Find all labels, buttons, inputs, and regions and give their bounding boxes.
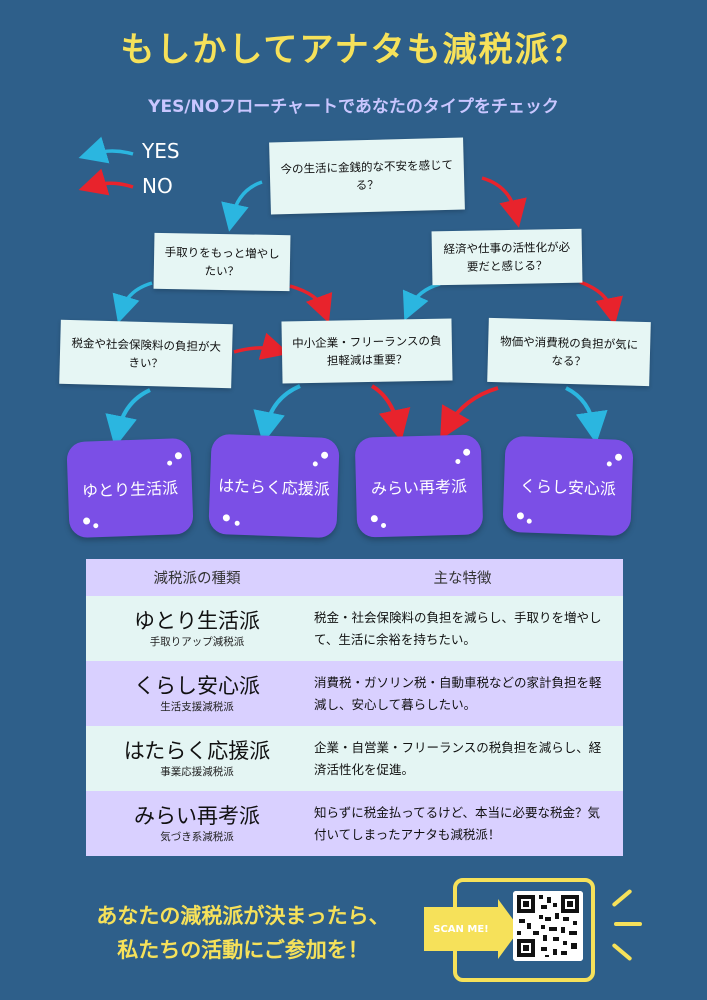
- call-to-action: あなたの減税派が決まったら、 私たちの活動にご参加を！: [48, 899, 438, 967]
- type-name: みらい再考派: [134, 803, 260, 828]
- question-q4: 税金や社会保険料の負担が大きい？: [59, 319, 233, 389]
- sparkle-icon: [222, 514, 230, 522]
- scan-me-label: SCAN ME!: [424, 907, 498, 951]
- page-title: もしかしてアナタも減税派？: [120, 30, 587, 70]
- type-description: 消費税・ガソリン税・自動車税などの家計負担を軽減し、安心して暮らしたい。: [314, 674, 602, 712]
- type-subtitle: 事業応援減税派: [160, 765, 234, 778]
- arrow-q4-yes: [105, 388, 151, 448]
- table-header-type: 減税派の種類: [153, 571, 241, 587]
- type-subtitle: 生活支援減税派: [160, 700, 234, 713]
- sparkle-icon: [614, 453, 623, 461]
- table-header-feature: 主な特徴: [433, 571, 492, 587]
- result-label: みらい再考派: [370, 476, 468, 499]
- arrow-q3-no: [579, 280, 623, 326]
- type-name: ゆとり生活派: [134, 608, 260, 633]
- result-yutori: ゆとり生活派: [66, 437, 194, 539]
- sparkle-icon: [320, 451, 329, 459]
- arrow-q5-no: [370, 384, 411, 442]
- qr-code[interactable]: [513, 891, 583, 961]
- cta-line-2: 私たちの活動にご参加を！: [117, 938, 369, 962]
- arrow-q1-yes: [221, 180, 263, 232]
- arrow-q1-no: [481, 176, 527, 228]
- table-row: はたらく応援派 事業応援減税派 企業・自営業・フリーランスの税負担を減らし、経済…: [86, 726, 623, 791]
- result-kurashi: くらし安心派: [502, 435, 634, 537]
- sparkle-icon: [312, 461, 318, 467]
- sparkle-icon: [516, 512, 525, 520]
- legend-no-label: NO: [142, 174, 173, 198]
- sparkle-ray-icon: [611, 942, 633, 962]
- table-row: くらし安心派 生活支援減税派 消費税・ガソリン税・自動車税などの家計負担を軽減し…: [86, 661, 623, 726]
- table-header: 減税派の種類 主な特徴: [86, 559, 623, 596]
- question-q2: 手取りをもっと増やしたい？: [153, 232, 291, 292]
- sparkle-ray-icon: [614, 922, 642, 926]
- legend-yes-arrow: [78, 136, 134, 164]
- result-mirai: みらい再考派: [354, 434, 484, 538]
- type-subtitle: 手取りアップ減税派: [149, 635, 245, 648]
- arrow-q6-yes: [565, 386, 608, 444]
- type-name: はたらく応援派: [123, 738, 271, 763]
- legend-no-arrow: [78, 168, 134, 196]
- flowchart-arrows: [78, 136, 623, 448]
- sparkle-icon: [174, 452, 183, 460]
- type-description: 税金・社会保険料の負担を減らし、手取りを増やして、生活に余裕を持ちたい。: [314, 609, 602, 647]
- sparkle-ray-icon: [611, 888, 633, 908]
- arrow-q2-no: [289, 284, 333, 324]
- sparkle-icon: [93, 523, 99, 529]
- arrow-q4-no: [233, 332, 290, 360]
- arrow-q5-yes: [253, 384, 301, 444]
- sparkle-icon: [370, 515, 378, 523]
- question-q3: 経済や仕事の活性化が必要だと感じる？: [431, 228, 583, 286]
- arrow-q6-no: [440, 386, 499, 440]
- type-name: くらし安心派: [134, 673, 260, 698]
- sparkle-icon: [380, 522, 387, 529]
- result-label: くらし安心派: [519, 476, 617, 499]
- question-q5: 中小企業・フリーランスの負担軽減は重要？: [281, 318, 453, 384]
- sparkle-icon: [526, 518, 532, 524]
- table-row: みらい再考派 気づき系減税派 知らずに税金払ってるけど、本当に必要な税金？気付い…: [86, 791, 623, 856]
- page-subtitle: YES/NOフローチャートであなたのタイプをチェック: [148, 97, 559, 117]
- sparkle-icon: [606, 461, 612, 467]
- result-label: はたらく応援派: [217, 476, 331, 499]
- arrow-q3-yes: [402, 282, 441, 321]
- result-hataraku: はたらく応援派: [208, 433, 340, 539]
- sparkle-icon: [463, 448, 471, 456]
- sparkle-icon: [455, 458, 461, 465]
- type-table: 減税派の種類 主な特徴 ゆとり生活派 手取りアップ減税派 税金・社会保険料の負担…: [86, 559, 623, 856]
- result-label: ゆとり生活派: [81, 478, 179, 501]
- arrow-q2-yes: [112, 281, 153, 324]
- type-subtitle: 気づき系減税派: [160, 830, 234, 843]
- legend-yes-label: YES: [142, 139, 180, 163]
- question-q6: 物価や消費税の負担が気になる？: [487, 317, 651, 387]
- sparkle-icon: [234, 520, 240, 526]
- type-description: 企業・自営業・フリーランスの税負担を減らし、経済活性化を促進。: [314, 739, 602, 777]
- question-q1: 今の生活に金銭的な不安を感じてる？: [269, 137, 465, 215]
- table-row: ゆとり生活派 手取りアップ減税派 税金・社会保険料の負担を減らし、手取りを増やし…: [86, 596, 623, 661]
- cta-line-1: あなたの減税派が決まったら、: [96, 904, 390, 928]
- sparkle-icon: [83, 517, 91, 525]
- type-description: 知らずに税金払ってるけど、本当に必要な税金？気付いてしまったアナタも減税派！: [314, 804, 601, 842]
- sparkle-icon: [167, 460, 173, 466]
